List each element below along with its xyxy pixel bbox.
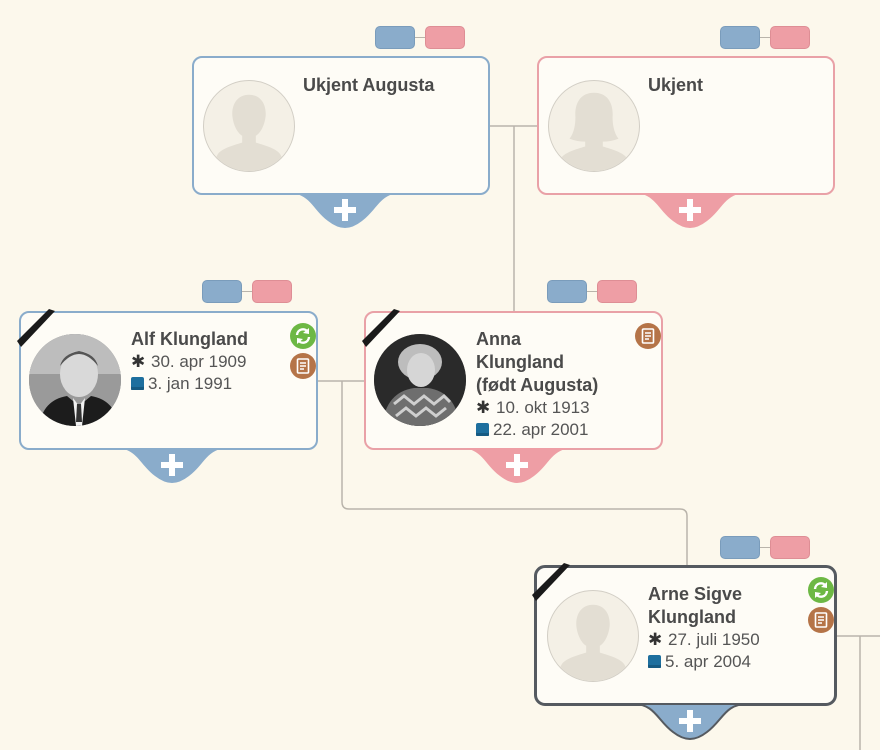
death-date: 3. jan 1991	[131, 373, 246, 395]
mother-tag[interactable]	[252, 280, 292, 303]
person-card-arne-sigve-klungland[interactable]: Arne Sigve Klungland ✱27. juli 1950 5. a…	[534, 565, 837, 706]
plus-icon	[506, 454, 528, 476]
mourning-ribbon-icon	[15, 307, 59, 351]
life-facts: ✱27. juli 1950 5. apr 2004	[648, 629, 760, 673]
portrait-photo	[374, 334, 466, 426]
plus-icon	[679, 199, 701, 221]
document-icon[interactable]	[808, 607, 834, 633]
birth-date: ✱10. okt 1913	[476, 398, 590, 417]
document-icon[interactable]	[635, 323, 661, 349]
person-name: Arne Sigve Klungland	[648, 584, 743, 627]
person-name: Alf Klungland	[131, 329, 248, 349]
mother-tag[interactable]	[770, 536, 810, 559]
death-date: 5. apr 2004	[648, 651, 760, 673]
avatar	[548, 80, 640, 172]
sync-icon[interactable]	[290, 323, 316, 349]
parent-tags-father	[202, 280, 292, 303]
birth-icon: ✱	[131, 352, 146, 371]
person-card-alf-klungland[interactable]: Alf Klungland ✱30. apr 1909 3. jan 1991	[19, 311, 318, 450]
death-date: 22. apr 2001	[476, 419, 590, 441]
avatar-photo	[374, 334, 466, 426]
add-descendant-tab[interactable]	[288, 193, 402, 229]
add-descendant-tab[interactable]	[633, 704, 747, 740]
person-name: Ukjent Augusta	[303, 75, 435, 95]
plus-icon	[679, 710, 701, 732]
add-descendant-tab[interactable]	[115, 448, 229, 484]
death-icon	[476, 423, 489, 436]
father-tag[interactable]	[720, 536, 760, 559]
person-silhouette-icon	[214, 94, 284, 171]
person-silhouette-icon	[558, 92, 630, 171]
life-facts: ✱30. apr 1909 3. jan 1991	[131, 351, 246, 395]
mourning-ribbon-icon	[530, 561, 574, 605]
plus-icon	[161, 454, 183, 476]
person-card-ukjent[interactable]: Ukjent	[537, 56, 835, 195]
person-silhouette-icon	[558, 604, 628, 681]
add-mother-tag[interactable]	[770, 26, 810, 49]
add-descendant-tab[interactable]	[460, 448, 574, 484]
add-mother-tag[interactable]	[425, 26, 465, 49]
birth-icon: ✱	[476, 398, 491, 417]
parent-tags-grandmother	[720, 26, 810, 49]
person-card-anna-klungland[interactable]: Anna Klungland (født Augusta) ✱10. okt 1…	[364, 311, 663, 450]
avatar	[547, 590, 639, 682]
father-tag[interactable]	[547, 280, 587, 303]
life-facts: ✱10. okt 1913 22. apr 2001	[476, 397, 590, 441]
mourning-ribbon-icon	[360, 307, 404, 351]
person-name: Ukjent	[648, 75, 704, 95]
add-descendant-tab[interactable]	[633, 193, 747, 229]
plus-icon	[334, 199, 356, 221]
add-father-tag[interactable]	[720, 26, 760, 49]
death-icon	[131, 377, 144, 390]
parent-tags-mother	[547, 280, 637, 303]
mother-tag[interactable]	[597, 280, 637, 303]
sync-icon[interactable]	[808, 577, 834, 603]
add-father-tag[interactable]	[375, 26, 415, 49]
avatar	[203, 80, 295, 172]
birth-date: ✱30. apr 1909	[131, 352, 247, 371]
parent-tags-grandfather	[375, 26, 465, 49]
birth-icon: ✱	[648, 630, 663, 649]
father-tag[interactable]	[202, 280, 242, 303]
person-card-ukjent-augusta[interactable]: Ukjent Augusta	[192, 56, 490, 195]
death-icon	[648, 655, 661, 668]
person-name: Anna Klungland (født Augusta)	[476, 329, 599, 395]
parent-tags-focus	[720, 536, 810, 559]
birth-date: ✱27. juli 1950	[648, 630, 760, 649]
document-icon[interactable]	[290, 353, 316, 379]
